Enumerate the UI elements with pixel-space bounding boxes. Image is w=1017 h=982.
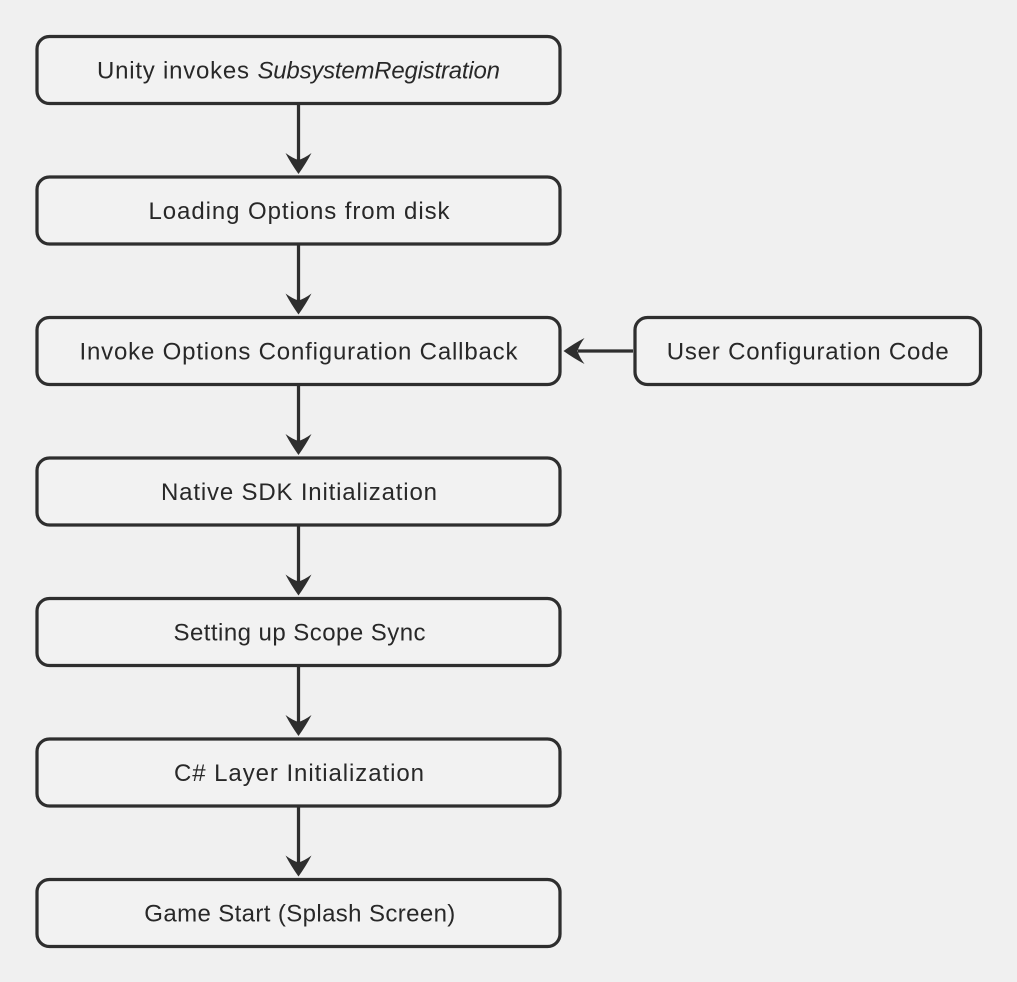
- svg-text:Invoke Options Configuration C: Invoke Options Configuration Callback: [80, 339, 519, 366]
- svg-text:SubsystemRegistration: SubsystemRegistration: [258, 58, 501, 85]
- svg-text:Game Start (Splash Screen): Game Start (Splash Screen): [144, 901, 455, 928]
- svg-text:Native SDK Initialization: Native SDK Initialization: [161, 479, 437, 506]
- svg-text:User Configuration Code: User Configuration Code: [667, 339, 949, 366]
- svg-text:C# Layer Initialization: C# Layer Initialization: [174, 760, 424, 787]
- svg-text:Unity invokes: Unity invokes: [97, 58, 249, 85]
- svg-text:Setting up Scope Sync: Setting up Scope Sync: [174, 620, 426, 647]
- svg-text:Loading Options from disk: Loading Options from disk: [149, 198, 451, 225]
